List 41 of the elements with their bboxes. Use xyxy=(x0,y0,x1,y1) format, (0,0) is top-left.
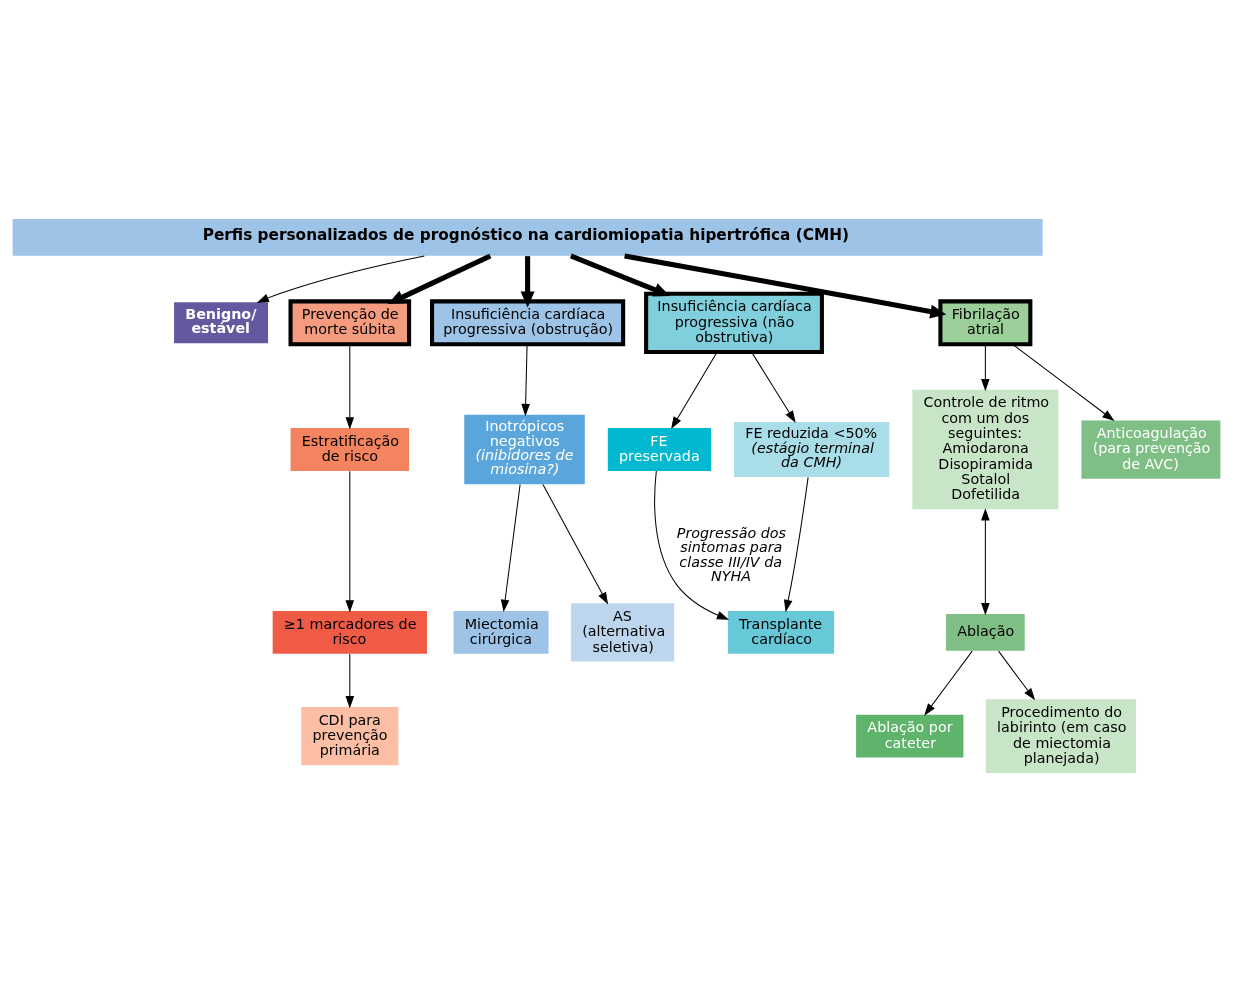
arrow xyxy=(751,351,796,423)
arrow xyxy=(345,470,355,613)
arrow xyxy=(521,343,530,417)
arrow xyxy=(624,253,947,319)
arrow xyxy=(671,351,718,429)
arrow xyxy=(924,650,973,716)
arrow xyxy=(783,476,809,613)
node-box: Benigno/ estável xyxy=(174,302,269,344)
arrow xyxy=(387,253,492,304)
edge-label: Progressão dos sintomas para classe III/IV da NYHA xyxy=(676,525,787,585)
arrow xyxy=(981,508,990,616)
arrow xyxy=(520,256,535,308)
arrow xyxy=(500,484,521,613)
arrow xyxy=(345,343,355,430)
node-box: Procedimento do labirinto (em caso de miectomia planejada) xyxy=(985,699,1137,773)
node-box: Fibrilação atrial xyxy=(938,299,1033,347)
node-box: CDI para prevenção primária xyxy=(301,707,399,766)
arrow xyxy=(998,650,1036,701)
node-box: Ablação xyxy=(946,614,1025,651)
node-box: Insuficiência cardíaca progressiva (não obstrutiva) xyxy=(644,291,824,354)
node-box: ≥1 marcadores de risco xyxy=(272,610,427,654)
node-box: FE reduzida <50% (estágio terminal da CMH) xyxy=(734,421,890,478)
node-box: Prevenção de morte súbita xyxy=(288,299,412,347)
node-box: Estratificação de risco xyxy=(290,428,410,471)
node-box: Transplante cardíaco xyxy=(727,610,835,654)
node-box: FE preservada xyxy=(607,428,711,471)
arrow xyxy=(1012,343,1115,422)
node-box: Insuficiência cardíaca progressiva (obstrução) xyxy=(430,299,626,347)
node-box: Anticoagulação (para prevenção de AVC) xyxy=(1081,420,1221,479)
node-box: Perfis personalizados de prognóstico na cardiomiopatia hipertrófica (CMH) xyxy=(12,219,1043,256)
node-box: Controle de ritmo com um dos seguintes: Amiodarona Disopiramida Sotalol Dofetilida xyxy=(912,389,1059,510)
node-box: Miectomia cirúrgica xyxy=(453,610,549,654)
node-box: Ablação por cateter xyxy=(856,714,964,758)
arrow xyxy=(569,253,670,297)
arrow xyxy=(542,484,609,605)
arrow xyxy=(345,653,355,709)
arrow xyxy=(256,255,425,303)
node-box: AS (alternativa seletiva) xyxy=(571,603,675,662)
arrow xyxy=(981,343,990,392)
node-box: Inotrópicos negativos (inibidores de miosina?) xyxy=(464,414,585,485)
arrow xyxy=(654,470,730,620)
